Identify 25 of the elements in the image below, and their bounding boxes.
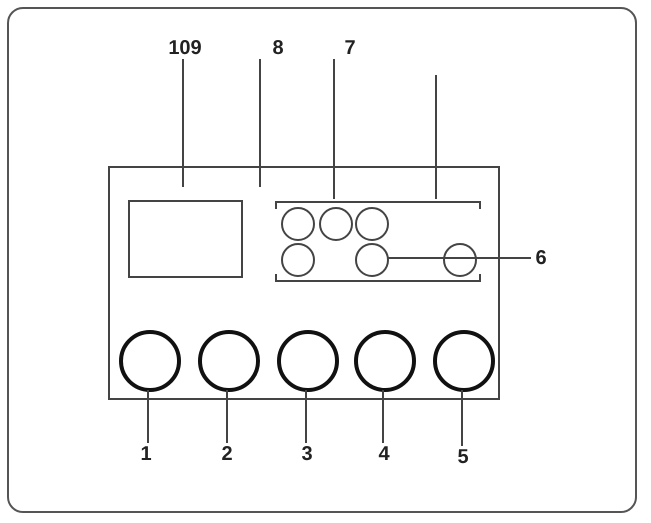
knob — [354, 330, 416, 392]
knob — [198, 330, 260, 392]
small-knob — [355, 207, 389, 241]
knob — [433, 330, 495, 392]
bracket — [275, 201, 481, 209]
leader-line — [226, 390, 228, 443]
small-knob — [281, 207, 315, 241]
knob — [119, 330, 181, 392]
leader-line — [182, 59, 184, 187]
leader-line — [333, 59, 335, 199]
device-panel — [108, 166, 500, 400]
small-knob — [355, 243, 389, 277]
display-screen — [128, 200, 243, 278]
knob — [277, 330, 339, 392]
leader-line — [305, 390, 307, 443]
leader-line — [461, 390, 463, 446]
bracket — [275, 274, 481, 282]
small-knob — [443, 243, 477, 277]
small-knob — [319, 207, 353, 241]
leader-line — [259, 59, 261, 187]
leader-line — [387, 257, 531, 259]
leader-line — [382, 390, 384, 443]
small-knob — [281, 243, 315, 277]
leader-line — [147, 390, 149, 443]
leader-line — [435, 75, 437, 199]
